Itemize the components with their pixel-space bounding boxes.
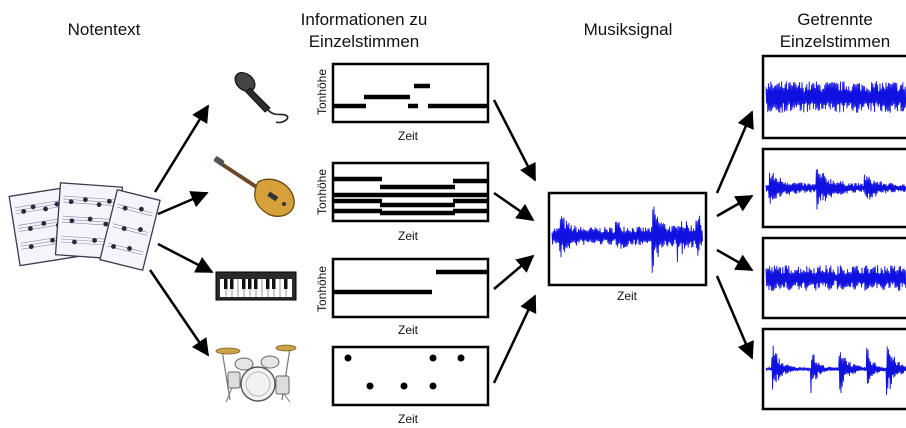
arrow-mix-to-sep-vocals bbox=[715, 110, 754, 194]
header-signal: Musiksignal bbox=[584, 20, 673, 39]
pitch-label-vocals: Tonhöhe bbox=[315, 69, 329, 115]
arrow-vocals-to-mix bbox=[492, 99, 537, 182]
arrow-mix-to-sep-drums bbox=[715, 275, 754, 360]
time-label-guitar: Zeit bbox=[398, 229, 419, 243]
separated-vocals-waveform bbox=[765, 81, 906, 113]
arrow-mix-to-sep-keyboard bbox=[716, 248, 754, 272]
separated-drums-waveform bbox=[765, 345, 906, 395]
pianoroll-guitar-notes bbox=[333, 176, 488, 216]
pianoroll-vocals bbox=[331, 62, 490, 124]
pitch-label-guitar: Tonhöhe bbox=[315, 169, 329, 215]
header-separated-line2: Einzelstimmen bbox=[780, 32, 891, 51]
arrow-drums-to-mix bbox=[492, 294, 537, 384]
header-voice-info-line2: Einzelstimmen bbox=[309, 32, 420, 51]
header-voice-info-line1: Informationen zu bbox=[301, 10, 428, 29]
pianoroll-drums-hits bbox=[344, 354, 465, 390]
separated-keyboard-waveform bbox=[765, 265, 906, 291]
arrow-score-to-drums bbox=[148, 269, 210, 357]
arrow-keyboard-to-mix bbox=[493, 254, 535, 290]
time-label-keyboard: Zeit bbox=[398, 323, 419, 337]
arrow-mix-to-sep-guitar bbox=[716, 194, 754, 218]
pianoroll-keyboard-notes bbox=[333, 269, 488, 295]
electric-guitar-icon bbox=[213, 156, 295, 217]
pianoroll-vocals-notes bbox=[333, 83, 488, 109]
sheet-music-icon bbox=[8, 182, 161, 272]
time-label-vocals: Zeit bbox=[398, 129, 419, 143]
microphone-icon bbox=[234, 72, 289, 124]
pianoroll-drums bbox=[331, 345, 490, 407]
time-label-mixture: Zeit bbox=[617, 289, 638, 303]
pianoroll-keyboard bbox=[331, 257, 490, 319]
arrow-score-to-guitar bbox=[157, 191, 209, 216]
header-score: Notentext bbox=[68, 20, 141, 39]
header-separated-line1: Getrennte bbox=[797, 10, 873, 29]
drum-kit-icon bbox=[215, 344, 297, 403]
keyboard-icon bbox=[215, 271, 297, 301]
arrow-score-to-vocals bbox=[153, 104, 210, 193]
arrow-guitar-to-mix bbox=[493, 191, 535, 222]
pitch-label-keyboard: Tonhöhe bbox=[315, 266, 329, 312]
separated-guitar-waveform bbox=[765, 169, 906, 210]
time-label-drums: Zeit bbox=[398, 412, 419, 426]
mixture-waveform bbox=[551, 206, 704, 273]
arrow-score-to-keyboard bbox=[157, 242, 214, 274]
